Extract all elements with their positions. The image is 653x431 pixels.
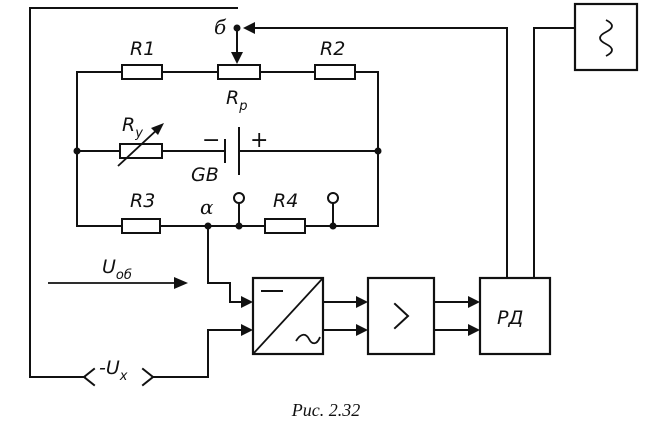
ry-variable-arrowhead — [151, 123, 164, 135]
label-minus: − — [202, 128, 220, 153]
junction-b — [233, 24, 241, 32]
label-r1: R1 — [130, 38, 155, 60]
recorder-trace-icon — [599, 19, 613, 57]
alpha-to-converter-wire — [207, 225, 246, 303]
label-gb: GB — [191, 164, 219, 186]
terminal-1[interactable] — [233, 192, 245, 204]
ry-variable-arrow — [117, 126, 161, 167]
feedback-arrowhead — [243, 22, 255, 34]
conv-to-amp-arrowhead-2 — [356, 324, 368, 336]
label-uob: Uоб — [102, 256, 132, 283]
resistor-r4 — [264, 218, 306, 234]
rp-wiper-arrowhead — [231, 52, 243, 64]
label-node-b: б — [214, 15, 227, 39]
junction-alpha — [204, 222, 212, 230]
figure-caption: Рис. 2.32 — [291, 400, 360, 420]
outer-loop-left-wire — [29, 7, 238, 378]
ux-left-bracket — [82, 367, 96, 387]
ux-right-bracket — [141, 367, 155, 387]
rd-to-recorder-wire — [533, 27, 576, 279]
uob-arrowhead — [174, 277, 188, 289]
label-rd: РД — [497, 307, 523, 329]
rd-block — [478, 276, 552, 356]
amp-to-rd-arrowhead-1 — [468, 296, 480, 308]
junction-right-middle — [374, 147, 382, 155]
label-ry: Ry — [122, 114, 143, 141]
label-plus: + — [250, 128, 268, 153]
junction-terminal-2 — [329, 222, 337, 230]
junction-terminal-1 — [235, 222, 243, 230]
resistor-r2 — [314, 64, 356, 80]
resistor-rp — [217, 64, 261, 80]
conv-to-amp-arrowhead-1 — [356, 296, 368, 308]
resistor-r3 — [121, 218, 161, 234]
input-arrowhead-1 — [241, 296, 253, 308]
label-r2: R2 — [320, 38, 345, 60]
junction-left-middle — [73, 147, 81, 155]
feedback-wire-b-to-rd — [250, 27, 508, 279]
outer-loop-bottom-right-wire — [152, 329, 246, 378]
converter-ac-symbol — [295, 333, 321, 345]
converter-diagonal — [252, 277, 324, 355]
amplifier-symbol — [393, 302, 410, 330]
label-rp: Rp — [226, 87, 247, 114]
input-arrowhead-2 — [241, 324, 253, 336]
label-ux: -Ux — [99, 357, 128, 384]
label-node-alpha: α — [200, 195, 214, 219]
amp-to-rd-arrowhead-2 — [468, 324, 480, 336]
label-r4: R4 — [273, 190, 298, 212]
recorder-block — [573, 2, 639, 72]
label-r3: R3 — [130, 190, 155, 212]
resistor-ry — [119, 143, 163, 159]
resistor-r1 — [121, 64, 163, 80]
amplifier-block — [366, 276, 436, 356]
terminal-2[interactable] — [327, 192, 339, 204]
